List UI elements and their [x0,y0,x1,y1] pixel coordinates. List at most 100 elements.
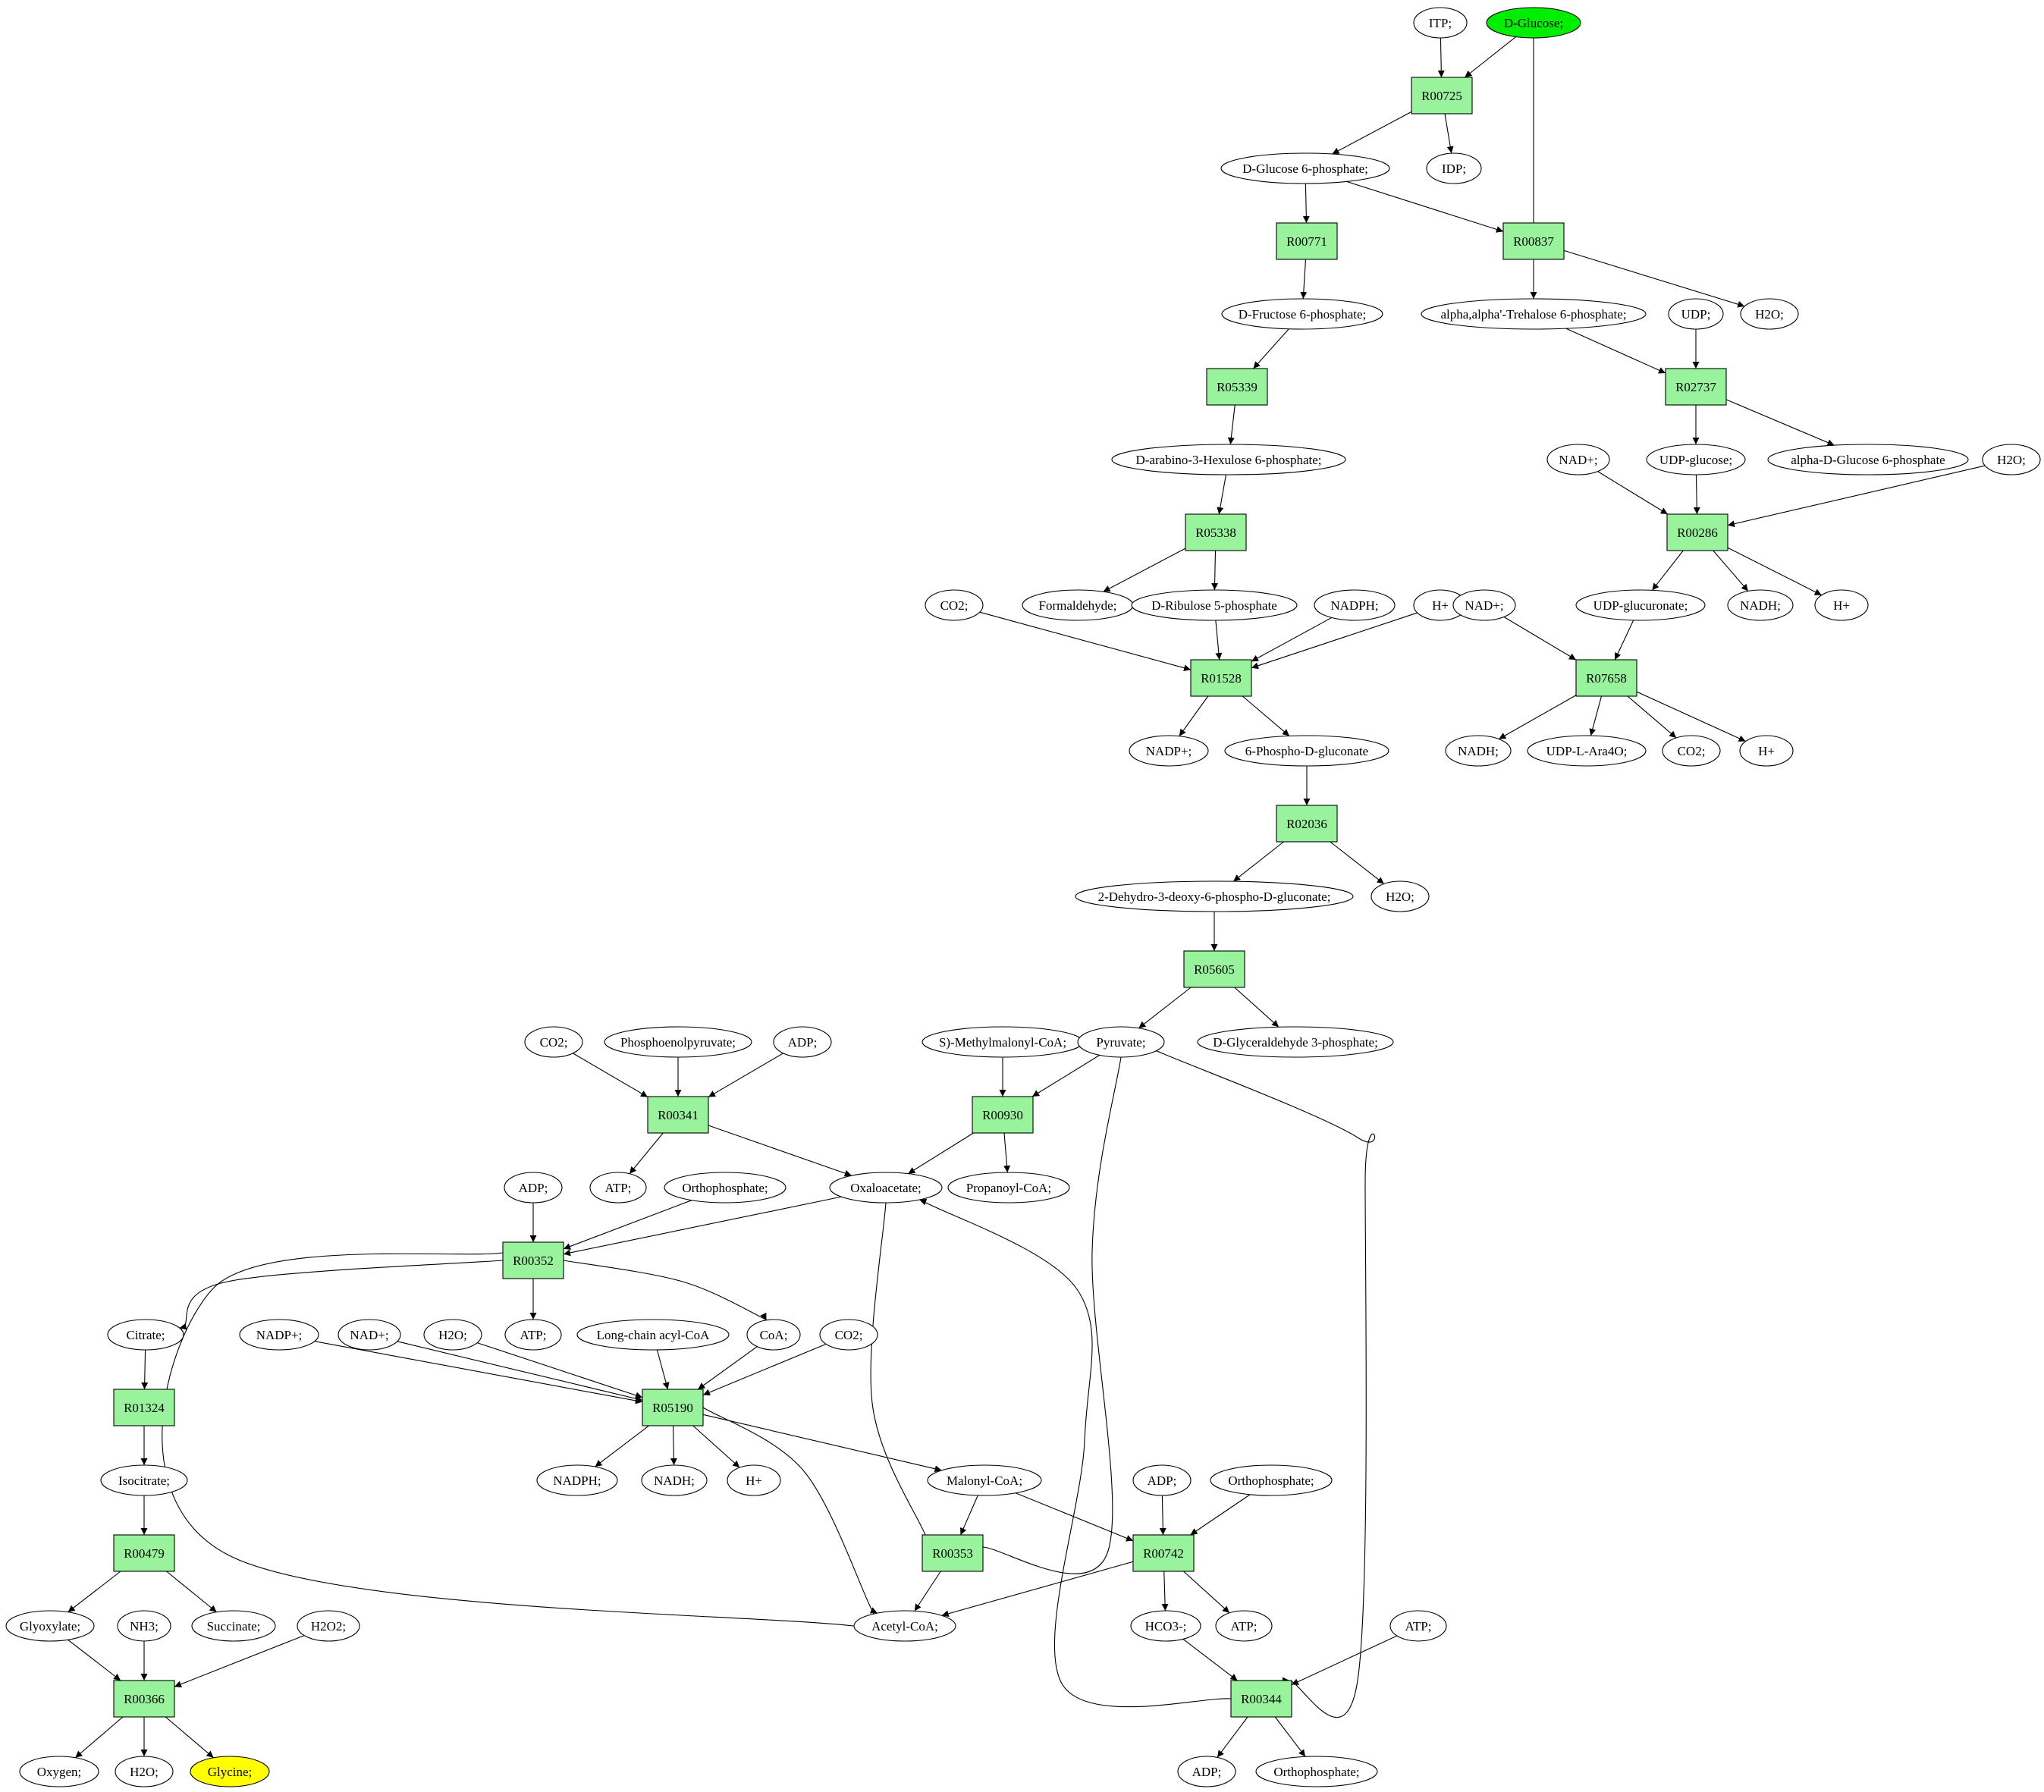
compound-hco3[interactable]: HCO3-; [1130,1610,1201,1642]
compound-ellipse[interactable] [1132,1464,1192,1496]
reaction-r01324[interactable]: R01324 [113,1389,175,1426]
compound-nadpplus_2[interactable]: NADP+; [239,1319,319,1351]
compound-ellipse[interactable] [1130,1610,1201,1642]
compound-longchain[interactable]: Long-chain acyl-CoA [576,1319,730,1351]
compound-co2_2[interactable]: CO2; [1662,735,1721,767]
compound-orthophosphate_2[interactable]: Orthophosphate; [1210,1464,1333,1496]
compound-ellipse[interactable] [664,1172,787,1204]
reaction-box[interactable] [1183,950,1245,988]
compound-udp1[interactable]: UDP; [1668,298,1724,330]
compound-ellipse[interactable] [576,1319,730,1351]
reaction-box[interactable] [502,1241,564,1279]
compound-ellipse[interactable] [1314,589,1396,621]
compound-ellipse[interactable] [1224,735,1389,767]
compound-ellipse[interactable] [1814,589,1869,621]
compound-ellipse[interactable] [1177,1756,1236,1787]
compound-ellipse[interactable] [1371,880,1430,912]
compound-ellipse[interactable] [239,1319,319,1351]
compound-adp_1[interactable]: ADP; [773,1026,832,1058]
compound-nadh_1[interactable]: NADH; [1727,589,1794,621]
reaction-r00341[interactable]: R00341 [647,1096,709,1134]
compound-f6p[interactable]: D-Fructose 6-phosphate; [1221,298,1383,330]
compound-isocitrate[interactable]: Isocitrate; [100,1464,188,1496]
compound-ellipse[interactable] [641,1464,708,1496]
compound-ellipse[interactable] [1210,1464,1333,1496]
compound-nadp_plus_1[interactable]: NAD+; [1546,444,1610,475]
compound-ellipse[interactable] [1662,735,1721,767]
reaction-r05339[interactable]: R05339 [1206,368,1268,406]
reaction-box[interactable] [642,1389,704,1426]
compound-h2o_4[interactable]: H2O; [423,1319,482,1351]
compound-glycine[interactable]: Glycine; [190,1756,270,1787]
compound-ellipse[interactable] [423,1319,482,1351]
compound-udpara4o[interactable]: UDP-L-Ara4O; [1527,735,1647,767]
compound-ellipse[interactable] [947,1172,1070,1204]
compound-dglucose[interactable]: D-Glucose; [1486,7,1581,39]
reaction-box[interactable] [1276,222,1338,260]
reaction-box[interactable] [113,1389,175,1426]
compound-orthophosphate_1[interactable]: Orthophosphate; [664,1172,787,1204]
reaction-r00352[interactable]: R00352 [502,1241,564,1279]
compound-ellipse[interactable] [773,1026,832,1058]
compound-hplus_3[interactable]: H+ [1739,735,1794,767]
reaction-r00344[interactable]: R00344 [1230,1680,1292,1718]
compound-nadph_2[interactable]: NADPH; [536,1464,618,1496]
compound-ellipse[interactable] [1527,735,1647,767]
compound-adp_4[interactable]: ADP; [1177,1756,1236,1787]
reaction-r00286[interactable]: R00286 [1666,513,1728,551]
reaction-r00742[interactable]: R00742 [1132,1534,1195,1572]
compound-itp[interactable]: ITP; [1413,7,1468,39]
compound-adg6p[interactable]: alpha-D-Glucose 6-phosphate [1767,444,1969,475]
reaction-r00353[interactable]: R00353 [922,1534,984,1572]
compound-nadpplus_1[interactable]: NADP+; [1129,735,1209,767]
compound-nad_plus_3[interactable]: NAD+; [338,1319,401,1351]
compound-nadh_3[interactable]: NADH; [641,1464,708,1496]
compound-h2o_5[interactable]: H2O; [115,1756,174,1787]
compound-udpglucose[interactable]: UDP-glucose; [1646,444,1746,475]
reaction-box[interactable] [1190,659,1252,697]
reaction-box[interactable] [1276,805,1338,843]
compound-co2_4[interactable]: CO2; [819,1319,878,1351]
compound-kdpg[interactable]: 2-Dehydro-3-deoxy-6-phospho-D-gluconate; [1075,880,1354,912]
compound-ellipse[interactable] [1646,444,1746,475]
compound-ellipse[interactable] [1445,735,1512,767]
compound-ellipse[interactable] [1486,7,1581,39]
compound-propanoyl[interactable]: Propanoyl-CoA; [947,1172,1070,1204]
compound-nh3[interactable]: NH3; [117,1610,171,1642]
compound-ellipse[interactable] [1221,298,1383,330]
compound-ellipse[interactable] [853,1610,956,1642]
compound-ellipse[interactable] [5,1610,95,1642]
compound-pep[interactable]: Phosphoenolpyruvate; [604,1026,752,1058]
compound-ellipse[interactable] [1575,589,1706,621]
compound-malonyl[interactable]: Malonyl-CoA; [927,1464,1042,1496]
reaction-box[interactable] [113,1680,175,1718]
compound-phosphogluconate[interactable]: 6-Phospho-D-gluconate [1224,735,1389,767]
compound-hplus_2[interactable]: H+ [1814,589,1869,621]
compound-ellipse[interactable] [604,1026,752,1058]
reaction-r00771[interactable]: R00771 [1276,222,1338,260]
compound-ellipse[interactable] [1452,589,1516,621]
compound-nadph_1[interactable]: NADPH; [1314,589,1396,621]
compound-ellipse[interactable] [1767,444,1969,475]
compound-ellipse[interactable] [1111,444,1346,475]
compound-succinate[interactable]: Succinate; [191,1610,276,1642]
compound-ellipse[interactable] [524,1026,583,1058]
compound-ellipse[interactable] [1739,735,1794,767]
compound-atp_4[interactable]: ATP; [1389,1610,1447,1642]
compound-ellipse[interactable] [727,1464,781,1496]
reaction-r05190[interactable]: R05190 [642,1389,704,1426]
compound-atp_3[interactable]: ATP; [1215,1610,1273,1642]
compound-nadh_2[interactable]: NADH; [1445,735,1512,767]
compound-ribulose5p[interactable]: D-Ribulose 5-phosphate [1131,589,1298,621]
compound-nad_plus_2[interactable]: NAD+; [1452,589,1516,621]
compound-ellipse[interactable] [1075,880,1354,912]
compound-ellipse[interactable] [100,1464,188,1496]
compound-hexulose6p[interactable]: D-arabino-3-Hexulose 6-phosphate; [1111,444,1346,475]
reaction-r00837[interactable]: R00837 [1502,222,1565,260]
compound-ellipse[interactable] [117,1610,171,1642]
compound-ellipse[interactable] [115,1756,174,1787]
reaction-box[interactable] [1132,1534,1195,1572]
reaction-box[interactable] [922,1534,984,1572]
compound-h2o_3[interactable]: H2O; [1371,880,1430,912]
compound-ellipse[interactable] [1727,589,1794,621]
